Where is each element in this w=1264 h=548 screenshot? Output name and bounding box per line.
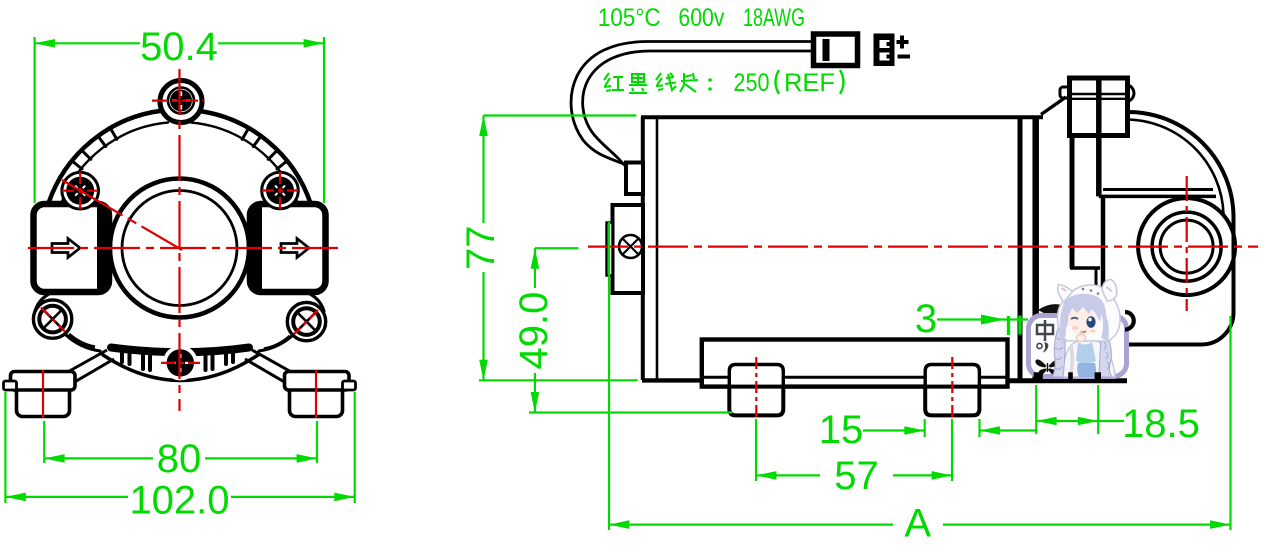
svg-text:105°C: 105°C [598,4,661,32]
svg-text:80: 80 [157,437,202,481]
svg-text:102.0: 102.0 [129,479,229,523]
svg-text:15: 15 [819,408,864,452]
svg-text:REF: REF [784,69,835,97]
svg-text:49.0: 49.0 [512,292,556,370]
svg-text:77: 77 [459,226,503,271]
svg-text:600v: 600v [678,4,724,32]
svg-text:3: 3 [915,297,937,341]
svg-text:A: A [904,502,931,546]
svg-text:18.5: 18.5 [1122,402,1200,446]
svg-text:18AWG: 18AWG [743,4,805,32]
svg-text:57: 57 [834,454,879,498]
svg-text:250: 250 [734,69,770,97]
svg-text:50.4: 50.4 [140,25,218,69]
